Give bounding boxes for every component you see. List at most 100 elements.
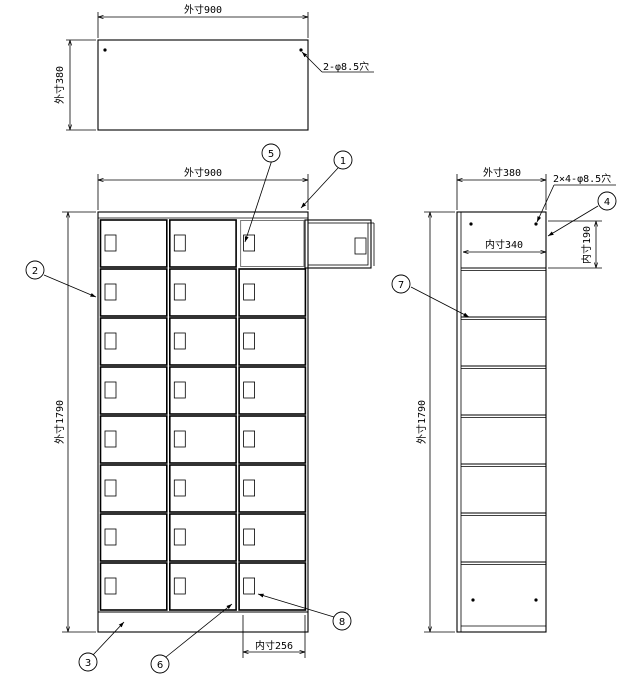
locker-door bbox=[99, 562, 168, 611]
locker-door bbox=[238, 415, 307, 464]
lock-plate bbox=[173, 528, 186, 546]
locker-door bbox=[99, 513, 168, 562]
lock-plate bbox=[173, 234, 186, 252]
top-depth-label: 外寸380 bbox=[53, 66, 66, 104]
side-mount-hole bbox=[469, 222, 473, 226]
side-shelves bbox=[461, 267, 546, 565]
locker-door bbox=[238, 317, 307, 366]
lock-plate bbox=[243, 479, 256, 497]
callout-2-number: 2 bbox=[32, 266, 38, 277]
locker-door bbox=[169, 562, 237, 611]
leader-3 bbox=[92, 621, 125, 656]
inner-depth-label: 内寸340 bbox=[485, 238, 523, 251]
inner-depth-dimension: 内寸340 bbox=[463, 238, 546, 252]
locker-door bbox=[169, 317, 237, 366]
locker-door bbox=[99, 366, 168, 415]
callout-5-number: 5 bbox=[268, 149, 274, 160]
lock-plate bbox=[104, 234, 117, 252]
locker-door bbox=[99, 268, 168, 317]
leader-6 bbox=[165, 603, 233, 658]
lock-plate bbox=[173, 283, 186, 301]
side-height-label: 外寸1790 bbox=[415, 400, 428, 444]
mount-hole bbox=[103, 48, 107, 52]
open-door bbox=[304, 219, 375, 269]
lock-plate bbox=[104, 528, 117, 546]
locker-door bbox=[99, 415, 168, 464]
top-hole-leader: 2-φ8.5穴 bbox=[301, 51, 374, 73]
locker-door bbox=[169, 513, 237, 562]
callout-8: 8 bbox=[332, 611, 352, 631]
open-door-opening bbox=[240, 220, 305, 267]
top-depth-dimension: 外寸380 bbox=[53, 39, 96, 131]
lock-plate bbox=[104, 332, 117, 350]
lock-plate bbox=[173, 332, 186, 350]
lock-plate bbox=[173, 479, 186, 497]
lock-plate bbox=[104, 381, 117, 399]
locker-door bbox=[169, 464, 237, 513]
cabinet-body bbox=[97, 211, 309, 633]
side-view: 外寸380 外寸1790 内寸340 内寸190 bbox=[410, 166, 616, 633]
callout-6: 6 bbox=[150, 654, 170, 674]
mount-hole bbox=[299, 48, 303, 52]
side-hole-label: 2×4-φ8.5穴 bbox=[553, 172, 611, 185]
side-mount-hole bbox=[471, 598, 475, 602]
inner-height-dimension: 内寸190 bbox=[548, 220, 602, 269]
lock-plate bbox=[173, 577, 186, 595]
side-height-dimension: 外寸1790 bbox=[415, 211, 455, 633]
leader-7 bbox=[410, 286, 470, 318]
lock-plate bbox=[173, 430, 186, 448]
side-hole-leader: 2×4-φ8.5穴 bbox=[536, 172, 616, 223]
locker-door bbox=[169, 415, 237, 464]
side-body bbox=[456, 211, 547, 633]
leader-5 bbox=[244, 159, 273, 243]
top-view: 外寸900 外寸380 2-φ8.5穴 bbox=[53, 3, 374, 131]
callout-3: 3 bbox=[78, 652, 98, 672]
lock-plate bbox=[243, 430, 256, 448]
locker-door bbox=[99, 219, 168, 268]
open-door-lock bbox=[354, 237, 367, 255]
lock-plate bbox=[104, 577, 117, 595]
side-depth-label: 外寸380 bbox=[483, 166, 521, 179]
locker-door bbox=[238, 464, 307, 513]
lock-plate bbox=[243, 283, 256, 301]
callout-1: 1 bbox=[333, 150, 353, 170]
callout-8-number: 8 bbox=[339, 617, 345, 628]
side-depth-dimension: 外寸380 bbox=[456, 166, 547, 210]
locker-doors bbox=[99, 219, 307, 611]
callout-4: 4 bbox=[597, 191, 617, 211]
locker-door bbox=[99, 464, 168, 513]
locker-door bbox=[238, 513, 307, 562]
leader-4 bbox=[547, 205, 599, 237]
callout-7: 7 bbox=[391, 274, 411, 294]
callout-7-number: 7 bbox=[398, 280, 404, 291]
lock-plate bbox=[104, 283, 117, 301]
leader-2 bbox=[43, 274, 97, 298]
callout-5: 5 bbox=[261, 143, 281, 163]
top-view-outline bbox=[97, 39, 309, 131]
locker-door bbox=[238, 562, 307, 611]
lock-plate bbox=[243, 381, 256, 399]
inner-height-label: 内寸190 bbox=[580, 226, 593, 264]
lock-plate bbox=[173, 381, 186, 399]
front-height-dimension: 外寸1790 bbox=[53, 211, 96, 633]
locker-door bbox=[169, 268, 237, 317]
front-view: 外寸900 外寸1790 内寸256 bbox=[43, 159, 375, 658]
leader-1 bbox=[300, 167, 339, 209]
locker-door bbox=[238, 366, 307, 415]
locker-door bbox=[99, 317, 168, 366]
side-mount-hole bbox=[534, 222, 538, 226]
lock-plate bbox=[104, 430, 117, 448]
top-width-label: 外寸900 bbox=[184, 3, 222, 16]
leader-8 bbox=[257, 593, 335, 618]
lock-plate bbox=[104, 479, 117, 497]
callout-6-number: 6 bbox=[157, 660, 163, 671]
callout-2: 2 bbox=[25, 260, 45, 280]
callout-markers: 1 2 3 4 5 6 7 8 bbox=[25, 143, 617, 674]
callout-3-number: 3 bbox=[85, 658, 91, 669]
inner-width-label: 内寸256 bbox=[255, 639, 293, 652]
front-width-label: 外寸900 bbox=[184, 166, 222, 179]
front-height-label: 外寸1790 bbox=[53, 400, 66, 444]
locker-door bbox=[169, 219, 237, 268]
lock-plate bbox=[243, 528, 256, 546]
